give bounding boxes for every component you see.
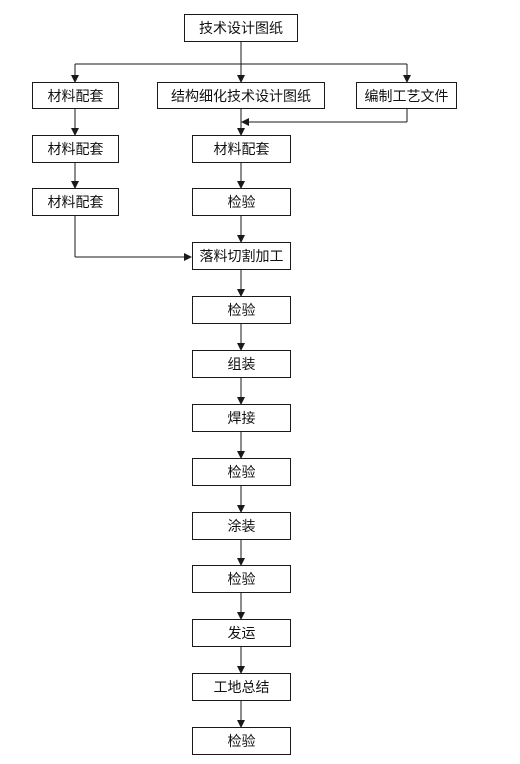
- node-left-material-3: 材料配套: [32, 188, 119, 216]
- node-step-painting: 涂装: [192, 512, 291, 540]
- node-step-assembly: 组装: [192, 350, 291, 378]
- node-left-material-1: 材料配套: [32, 82, 119, 109]
- node-process-documents: 编制工艺文件: [356, 82, 457, 109]
- node-step-shipping: 发运: [192, 619, 291, 647]
- node-step-inspection-4: 检验: [192, 565, 291, 593]
- node-step-cutting: 落料切割加工: [192, 242, 291, 270]
- node-step-material: 材料配套: [192, 135, 291, 163]
- node-step-inspection-2: 检验: [192, 296, 291, 324]
- node-step-welding: 焊接: [192, 404, 291, 432]
- node-technical-design-drawings: 技术设计图纸: [184, 14, 298, 42]
- node-detailed-structural-drawings: 结构细化技术设计图纸: [157, 82, 325, 109]
- node-step-inspection-3: 检验: [192, 458, 291, 486]
- node-left-material-2: 材料配套: [32, 135, 119, 163]
- node-step-inspection-5: 检验: [192, 727, 291, 755]
- node-step-site-summary: 工地总结: [192, 673, 291, 701]
- node-step-inspection-1: 检验: [192, 188, 291, 216]
